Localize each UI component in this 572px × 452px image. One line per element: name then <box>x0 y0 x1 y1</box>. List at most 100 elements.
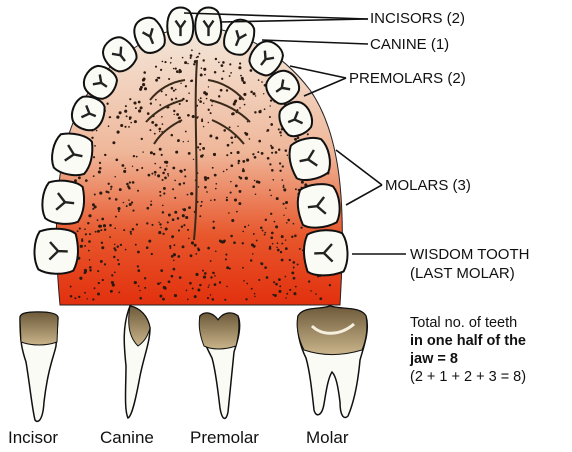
stipple-dot <box>281 235 284 238</box>
stipple-dot <box>271 146 274 149</box>
stipple-dot <box>281 259 284 262</box>
stipple-dot <box>89 266 92 269</box>
stipple-dot <box>118 210 120 212</box>
stipple-dot <box>108 183 110 185</box>
stipple-dot <box>171 134 174 137</box>
stipple-dot <box>254 293 256 295</box>
stipple-dot <box>190 57 192 59</box>
stipple-dot <box>239 107 241 109</box>
stipple-dot <box>89 233 91 235</box>
stipple-dot <box>279 285 281 287</box>
stipple-dot <box>278 278 281 281</box>
stipple-dot <box>252 253 254 255</box>
stipple-dot <box>146 246 149 249</box>
stipple-dot <box>151 224 153 226</box>
stipple-dot <box>160 269 163 272</box>
stipple-dot <box>171 98 173 100</box>
stipple-dot <box>231 219 234 222</box>
stipple-dot <box>129 118 131 120</box>
stipple-dot <box>291 236 293 238</box>
stipple-dot <box>270 123 273 126</box>
stipple-dot <box>283 215 284 216</box>
stipple-dot <box>223 241 225 243</box>
stipple-dot <box>78 176 81 179</box>
stipple-dot <box>275 283 278 286</box>
stipple-dot <box>162 123 164 125</box>
stipple-dot <box>104 263 106 265</box>
stipple-dot <box>148 174 151 177</box>
stipple-dot <box>161 154 163 156</box>
stipple-dot <box>130 231 132 233</box>
stipple-dot <box>208 109 210 111</box>
stipple-dot <box>130 122 132 124</box>
stipple-dot <box>219 281 221 283</box>
stipple-dot <box>186 100 188 102</box>
stipple-dot <box>187 114 190 117</box>
stipple-dot <box>238 160 241 163</box>
stipple-dot <box>301 181 304 184</box>
stipple-dot <box>263 93 264 94</box>
stipple-dot <box>140 106 143 109</box>
stipple-dot <box>280 251 282 253</box>
stipple-dot <box>192 288 194 290</box>
premolars-label: PREMOLARS (2) <box>349 70 466 88</box>
stipple-dot <box>266 276 269 279</box>
stipple-dot <box>137 265 139 267</box>
stipple-dot <box>89 259 90 260</box>
stipple-dot <box>293 267 295 269</box>
stipple-dot <box>93 156 95 158</box>
stipple-dot <box>294 138 297 141</box>
stipple-dot <box>255 95 256 96</box>
stipple-dot <box>170 57 172 59</box>
stipple-dot <box>267 157 270 160</box>
stipple-dot <box>172 188 174 190</box>
stipple-dot <box>117 207 120 210</box>
stipple-dot <box>135 103 137 105</box>
stipple-dot <box>206 98 208 100</box>
stipple-dot <box>135 107 137 109</box>
stipple-dot <box>225 254 227 256</box>
stipple-dot <box>70 295 73 298</box>
stipple-dot <box>124 110 127 113</box>
stipple-dot <box>207 247 210 250</box>
stipple-dot <box>174 114 175 115</box>
stipple-dot <box>151 173 153 175</box>
stipple-dot <box>179 170 182 173</box>
stipple-dot <box>198 99 199 100</box>
stipple-dot <box>137 251 140 254</box>
incisor-caption: Incisor <box>8 428 58 448</box>
stipple-dot <box>134 281 137 284</box>
stipple-dot <box>184 169 186 171</box>
incisors-label: INCISORS (2) <box>370 10 465 28</box>
stipple-dot <box>224 299 226 301</box>
stipple-dot <box>163 187 166 190</box>
stipple-dot <box>285 247 288 250</box>
stipple-dot <box>276 246 278 248</box>
stipple-dot <box>124 167 126 169</box>
stipple-dot <box>88 250 90 252</box>
stipple-dot <box>98 225 101 228</box>
stipple-dot <box>138 101 141 104</box>
stipple-dot <box>200 205 201 206</box>
stipple-dot <box>125 105 127 107</box>
stipple-dot <box>226 89 228 91</box>
total-note-line3: jaw = 8 <box>410 350 526 368</box>
stipple-dot <box>234 99 237 102</box>
stipple-dot <box>113 256 115 258</box>
stipple-dot <box>203 68 206 71</box>
stipple-dot <box>151 253 153 255</box>
stipple-dot <box>172 218 175 221</box>
stipple-dot <box>164 161 167 164</box>
stipple-dot <box>269 246 271 248</box>
stipple-dot <box>94 145 96 147</box>
stipple-dot <box>182 208 183 209</box>
stipple-dot <box>162 172 165 175</box>
stipple-dot <box>287 219 290 222</box>
stipple-dot <box>292 261 295 264</box>
molar-caption: Molar <box>306 428 349 448</box>
stipple-dot <box>258 79 260 81</box>
stipple-dot <box>283 188 286 191</box>
stipple-dot <box>237 151 240 154</box>
stipple-dot <box>226 154 228 156</box>
stipple-dot <box>285 149 288 152</box>
